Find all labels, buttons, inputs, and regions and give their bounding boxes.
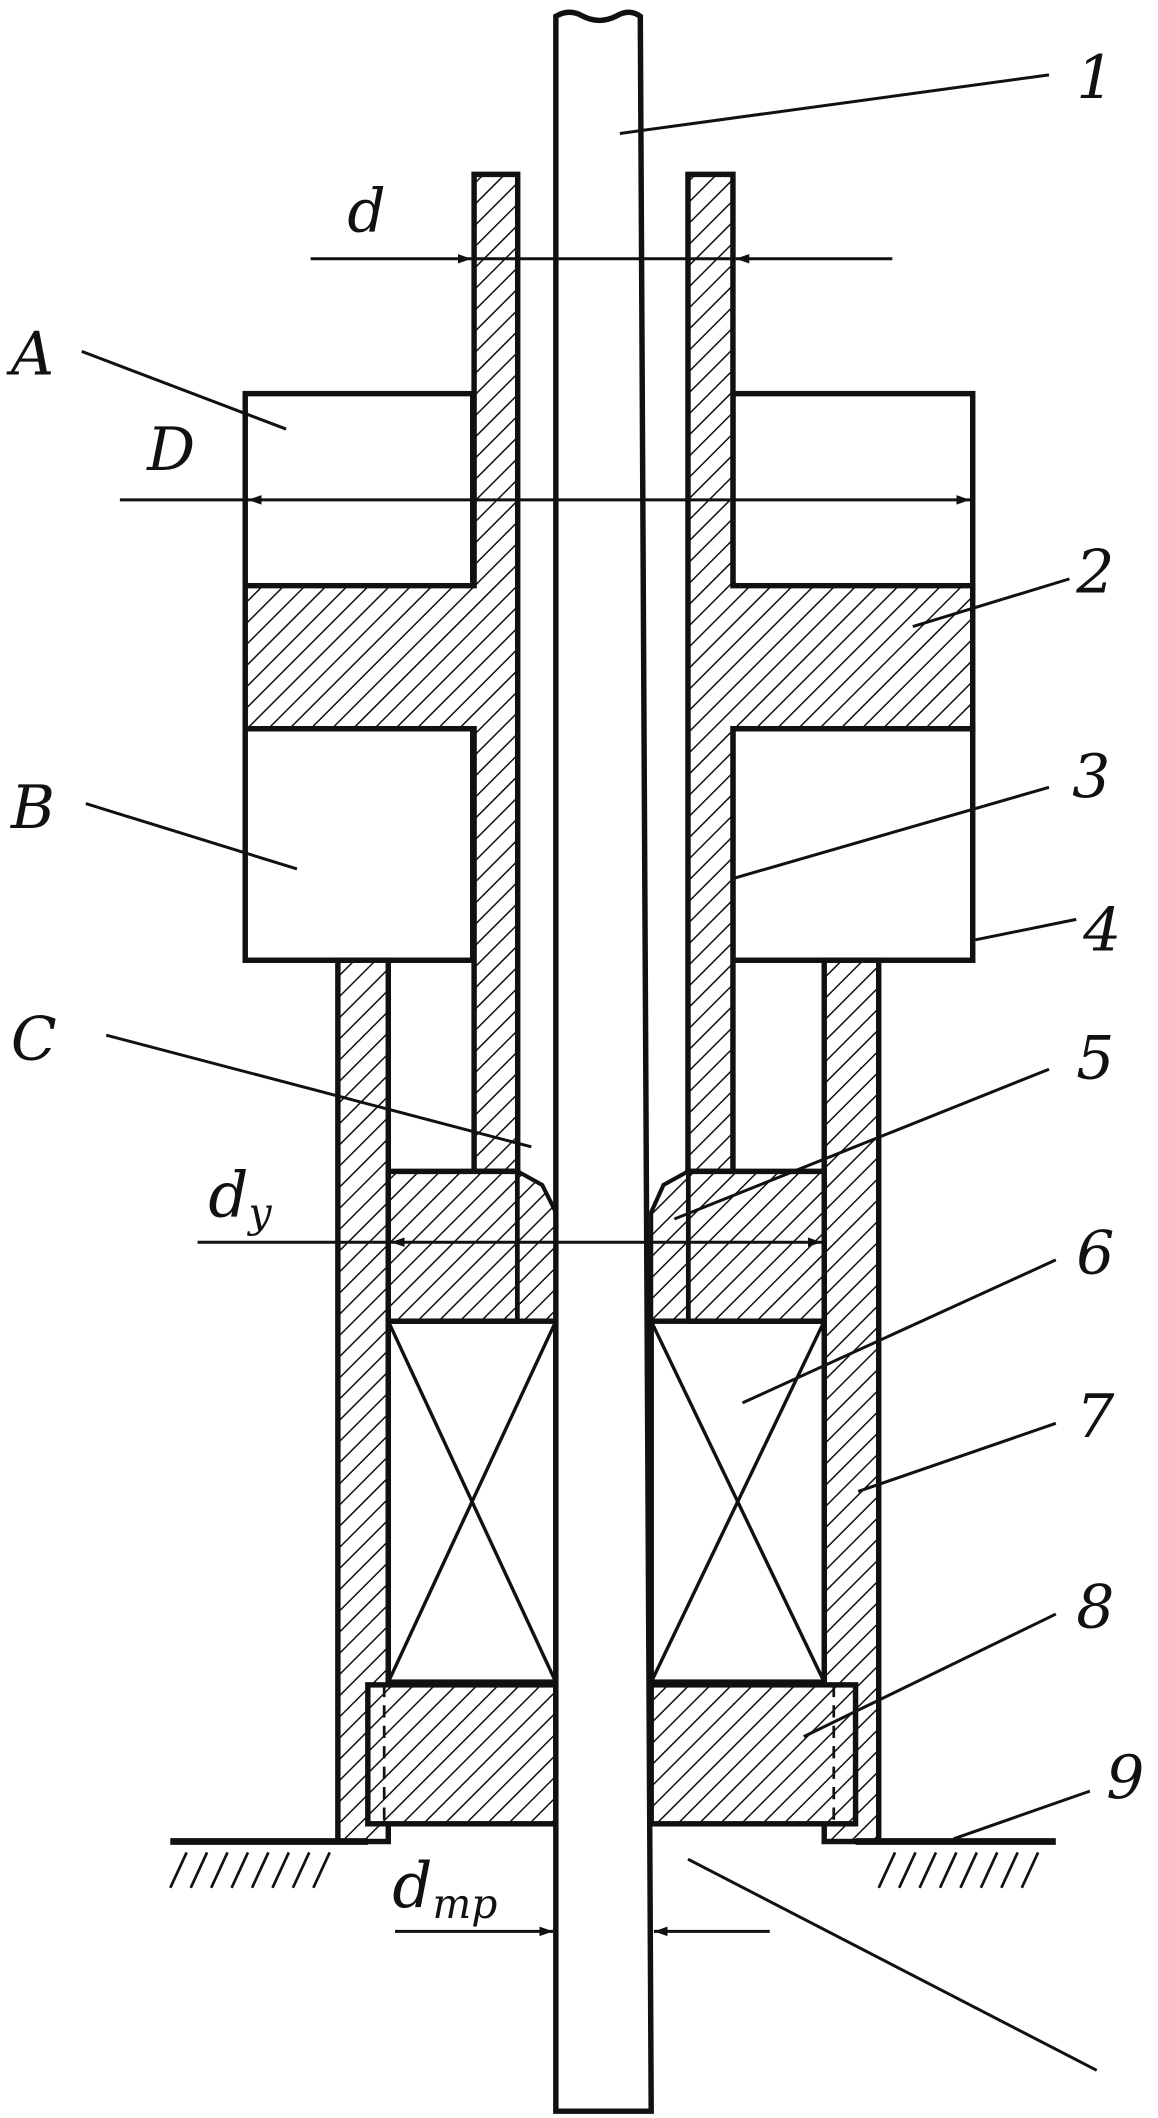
label-D: D: [146, 415, 195, 485]
label-8: 8: [1076, 1573, 1114, 1643]
label-dy-main: d: [208, 1158, 248, 1231]
label-6: 6: [1076, 1219, 1114, 1289]
label-A: A: [6, 320, 54, 390]
seat-inner-right: [649, 1167, 691, 1324]
gland-nut-left: [365, 1682, 559, 1827]
leader-lines: [81, 73, 1098, 2072]
piston-sleeve-left: [242, 171, 521, 1175]
ground-base-9: [169, 1838, 1056, 1889]
label-C: C: [11, 1005, 57, 1075]
label-d: d: [347, 177, 385, 247]
dimension-lines: [119, 254, 970, 1937]
chamber-A-right: [730, 390, 976, 589]
label-B: B: [10, 773, 55, 843]
valve-seat-right: [685, 1168, 827, 1324]
chamber-B-left: [242, 725, 476, 963]
label-5: 5: [1076, 1024, 1114, 1094]
label-dtr: dтр: [392, 1849, 497, 1928]
seat-inner-left: [515, 1167, 558, 1324]
label-dtr-main: d: [392, 1849, 432, 1922]
label-3: 3: [1072, 742, 1110, 812]
valve-seat-left: [385, 1168, 521, 1324]
gland-nut-right: [648, 1682, 859, 1827]
label-dy-sub: y: [247, 1189, 273, 1237]
chamber-A-left: [242, 390, 476, 589]
label-1: 1: [1076, 43, 1114, 113]
rod-1: [553, 9, 654, 2114]
label-2: 2: [1075, 538, 1114, 608]
label-dy: dy: [208, 1158, 272, 1237]
label-4: 4: [1082, 896, 1121, 966]
label-9: 9: [1106, 1743, 1144, 1813]
label-7: 7: [1076, 1382, 1115, 1452]
label-dtr-sub: тр: [432, 1880, 497, 1928]
